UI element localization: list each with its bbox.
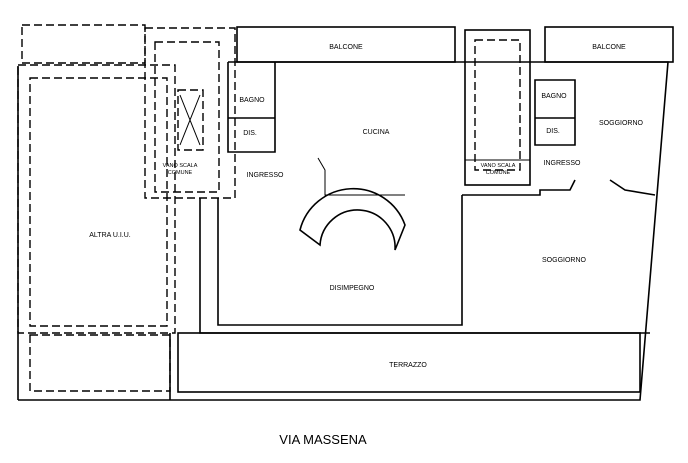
room-label-balcone-right: BALCONE <box>592 44 626 51</box>
room-label-ingresso-left: INGRESSO <box>247 172 285 179</box>
room-label-soggiorno-top: SOGGIORNO <box>599 120 644 127</box>
street-name: VIA MASSENA <box>279 432 367 447</box>
apartment-walls <box>17 61 669 401</box>
room-label-disimpegno: DISIMPEGNO <box>330 285 375 292</box>
spiral-staircase <box>299 157 406 251</box>
room-label-bagno-right: BAGNO <box>541 93 567 100</box>
room-label-altra-ui: ALTRA U.I.U. <box>89 232 131 239</box>
room-label-vano-scala-left: VANO SCALA <box>163 163 198 169</box>
room-label-comune-left: COMUNE <box>168 170 193 176</box>
room-label-ingresso-right: INGRESSO <box>544 160 582 167</box>
room-label-soggiorno-right: SOGGIORNO <box>542 257 587 264</box>
room-label-balcone-left: BALCONE <box>329 44 363 51</box>
stair-left <box>144 27 236 199</box>
room-label-comune-right: COMUNE <box>486 170 511 176</box>
other-unit-outline <box>17 24 176 392</box>
room-label-bagno-left: BAGNO <box>239 97 265 104</box>
room-label-dis-right: DIS. <box>546 128 560 135</box>
room-label-vano-scala-right: VANO SCALA <box>481 163 516 169</box>
room-label-cucina: CUCINA <box>363 129 390 136</box>
room-label-terrazzo: TERRAZZO <box>389 362 427 369</box>
room-label-dis-left: DIS. <box>243 130 257 137</box>
stair-right <box>464 29 531 186</box>
